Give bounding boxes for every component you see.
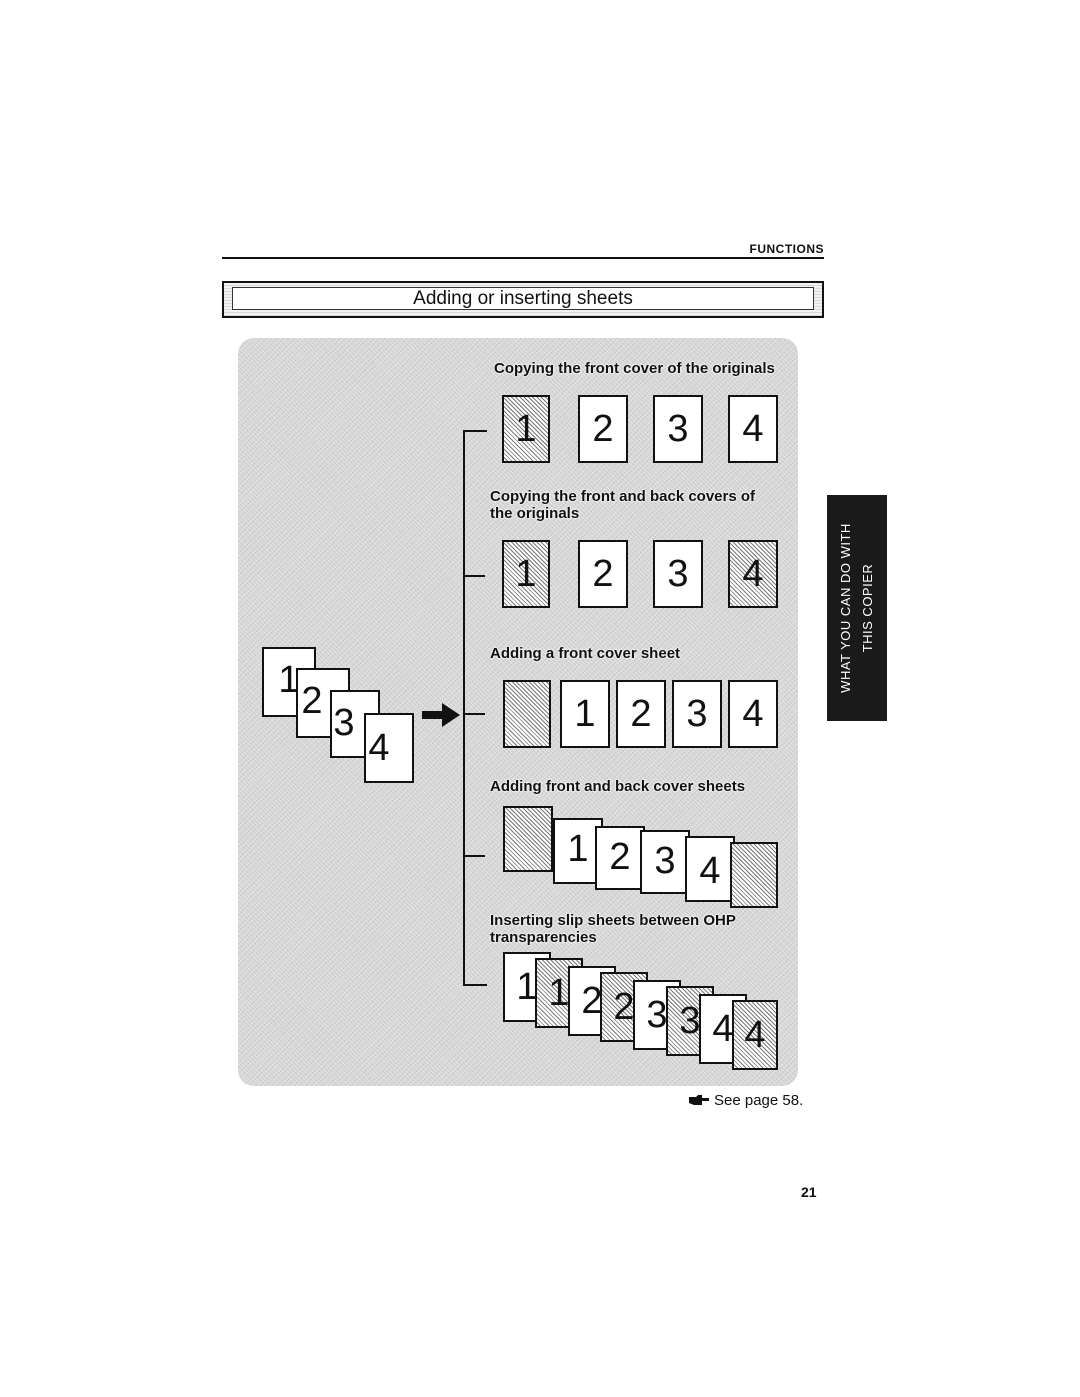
copy-sheet-2: 2 xyxy=(578,540,628,608)
page-number: 21 xyxy=(801,1184,817,1200)
sheet-number: 4 xyxy=(742,408,764,450)
blank-cover-sheet xyxy=(503,680,551,748)
sheet-number: 3 xyxy=(667,553,689,595)
copy-sheet-4: 4 xyxy=(685,836,735,902)
sheet-number: 4 xyxy=(742,693,764,735)
blank-back-cover-sheet xyxy=(730,842,778,908)
sheet-number: 2 xyxy=(581,980,603,1022)
sheet-number: 1 xyxy=(515,408,537,450)
sheet-number: 3 xyxy=(686,693,708,735)
title-bar: Adding or inserting sheets xyxy=(222,281,824,318)
caption-line: the originals xyxy=(490,505,580,522)
side-tab-line: THIS COPIER xyxy=(860,563,875,653)
copy-sheet-3: 3 xyxy=(640,830,690,894)
sheet-number: 4 xyxy=(368,727,390,769)
copy-sheet-4: 4 xyxy=(728,395,778,463)
sheet-number: 2 xyxy=(609,836,631,878)
sheet-number: 2 xyxy=(592,408,614,450)
sheet-number: 4 xyxy=(699,850,721,892)
caption-line: Inserting slip sheets between OHP xyxy=(490,912,736,929)
copy-sheet-4-cover: 4 xyxy=(728,540,778,608)
caption-slip-sheets-ohp: Inserting slip sheets between OHP transp… xyxy=(490,912,736,946)
bracket-line xyxy=(463,430,465,986)
caption-front-cover-originals: Copying the front cover of the originals xyxy=(494,360,775,377)
caption-line: Copying the front and back covers of xyxy=(490,488,756,505)
section-label: FUNCTIONS xyxy=(749,242,824,256)
sheet-number: 2 xyxy=(301,680,323,722)
sheet-number: 2 xyxy=(630,693,652,735)
sheet-number: 4 xyxy=(744,1014,766,1056)
side-tab-text: WHAT YOU CAN DO WITH THIS COPIER xyxy=(835,523,879,693)
sheet-number: 1 xyxy=(515,553,537,595)
bracket-corner xyxy=(463,984,487,986)
see-page-reference: See page 58. xyxy=(714,1092,804,1109)
sheet-number: 4 xyxy=(742,553,764,595)
copy-sheet-2: 2 xyxy=(595,826,645,890)
blank-cover-sheet xyxy=(503,806,553,872)
copy-sheet-1-cover: 1 xyxy=(502,540,550,608)
sheet-number: 3 xyxy=(333,702,355,744)
copy-sheet-3: 3 xyxy=(672,680,722,748)
side-tab-line: WHAT YOU CAN DO WITH xyxy=(838,523,853,693)
sheet-number: 1 xyxy=(516,966,538,1008)
copy-sheet-1: 1 xyxy=(560,680,610,748)
copy-sheet-3: 3 xyxy=(653,395,703,463)
copy-sheet-2: 2 xyxy=(578,395,628,463)
copy-sheet-1: 1 xyxy=(553,818,603,884)
slip-sheet-3: 3 xyxy=(666,986,714,1056)
bracket-tick xyxy=(463,575,485,577)
sheet-number: 2 xyxy=(613,986,635,1028)
bracket-corner xyxy=(463,430,487,432)
copy-sheet-1-cover: 1 xyxy=(502,395,550,463)
caption-line: transparencies xyxy=(490,929,597,946)
sheet-number: 3 xyxy=(679,1000,701,1042)
copy-sheet-3: 3 xyxy=(653,540,703,608)
page-title: Adding or inserting sheets xyxy=(232,287,814,310)
caption-front-back-covers-originals: Copying the front and back covers of the… xyxy=(490,488,755,522)
sheet-number: 4 xyxy=(712,1008,734,1050)
sheet-number: 1 xyxy=(548,972,570,1014)
pointing-hand-icon xyxy=(689,1095,709,1105)
sheet-number: 3 xyxy=(667,408,689,450)
caption-add-front-back-covers: Adding front and back cover sheets xyxy=(490,778,746,795)
sheet-number: 2 xyxy=(592,553,614,595)
bracket-tick xyxy=(463,713,485,715)
sheet-number: 1 xyxy=(574,693,596,735)
sheet-number: 1 xyxy=(278,659,300,701)
caption-add-front-cover: Adding a front cover sheet xyxy=(490,645,681,662)
copy-sheet-4: 4 xyxy=(728,680,778,748)
right-arrow-icon xyxy=(422,703,460,727)
sheet-number: 1 xyxy=(567,828,589,870)
sheet-number: 3 xyxy=(646,994,668,1036)
bracket-tick xyxy=(463,855,485,857)
sheet-number: 3 xyxy=(654,840,676,882)
copy-sheet-2: 2 xyxy=(616,680,666,748)
slip-sheet-4: 4 xyxy=(732,1000,778,1070)
original-sheet-4: 4 xyxy=(364,713,414,783)
side-tab: WHAT YOU CAN DO WITH THIS COPIER xyxy=(827,495,887,721)
header-rule xyxy=(222,257,824,259)
